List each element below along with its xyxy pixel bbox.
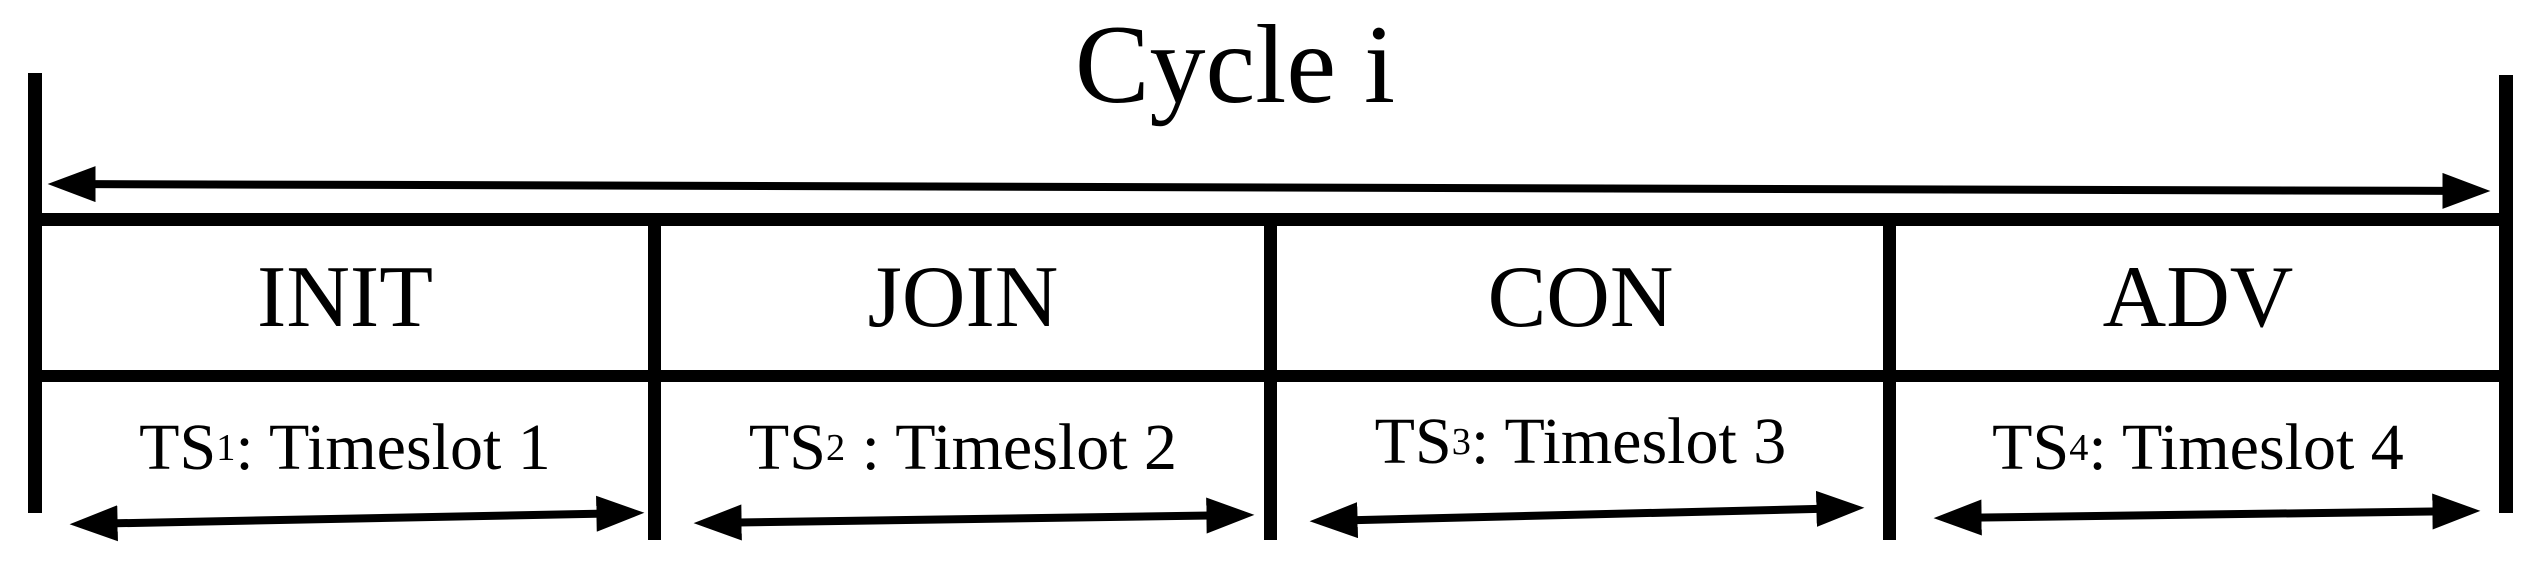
timeslot-3-abbr: TS (1374, 404, 1452, 478)
timeslot-2-arrow-icon (693, 497, 1255, 541)
timeslot-3-text: : Timeslot 3 (1470, 404, 1787, 478)
phase-label-init: INIT (257, 248, 433, 346)
cycle-duration-arrow-icon (47, 166, 2491, 209)
phase-label-adv: ADV (2102, 248, 2294, 346)
phase-label-join: JOIN (867, 248, 1059, 346)
timeslot-1-text: : Timeslot 1 (235, 410, 551, 484)
timeslot-4-arrow-icon (1933, 493, 2481, 536)
phase-cell-adv: ADV (1897, 226, 2499, 369)
cycle-start-tick (28, 73, 42, 513)
phase-label-con: CON (1487, 248, 1674, 346)
cycle-end-tick (2499, 75, 2513, 513)
column-divider-join-con (1264, 213, 1277, 540)
timeslot-4-text: : Timeslot 4 (2088, 410, 2404, 484)
timeslot-1-arrow-icon (69, 495, 645, 542)
timeslot-2-abbr: TS (748, 410, 826, 484)
column-divider-con-adv (1883, 213, 1896, 540)
timeslot-1-abbr: TS (139, 410, 217, 484)
cycle-title: Cycle i (1074, 3, 1396, 127)
timeslot-3-arrow-icon (1309, 490, 1865, 539)
phase-cell-join: JOIN (662, 226, 1264, 369)
timeslot-4-abbr: TS (1992, 410, 2070, 484)
timeslot-2-text: : Timeslot 2 (845, 410, 1178, 484)
column-divider-init-join (648, 213, 661, 540)
phase-cell-con: CON (1278, 226, 1883, 369)
phase-cell-init: INIT (42, 226, 648, 369)
